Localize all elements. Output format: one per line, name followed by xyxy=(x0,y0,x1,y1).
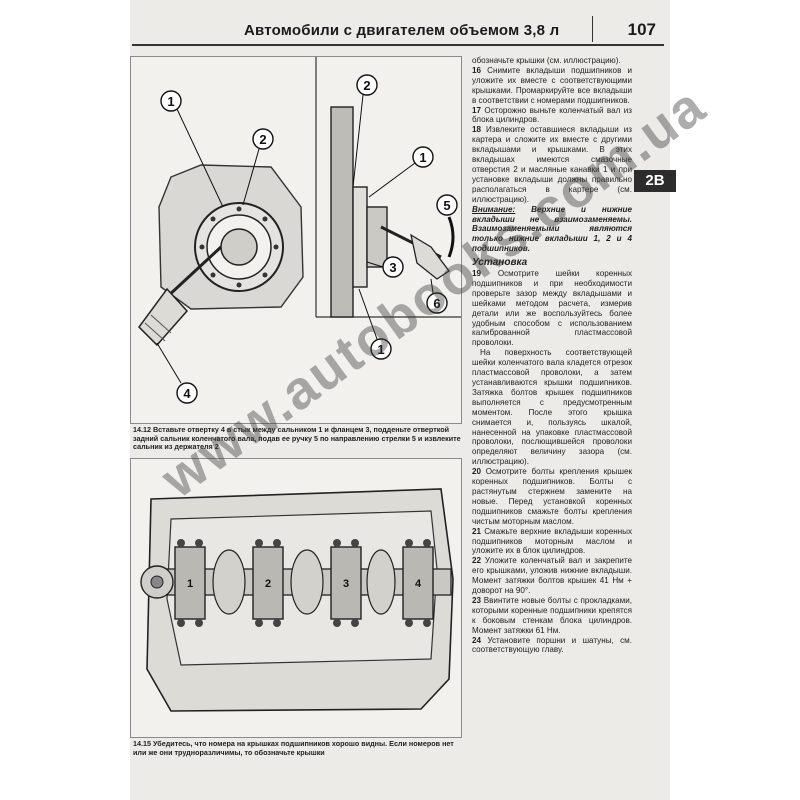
figure1-callout: 6 xyxy=(433,296,440,311)
figure1-callout: 2 xyxy=(259,132,266,147)
text-column: обозначьте крышки (см. иллюстрацию). 16 … xyxy=(472,56,632,655)
bearing-cap-number: 1 xyxy=(187,578,193,590)
page-number: 107 xyxy=(627,20,656,39)
bearing-cap-number: 3 xyxy=(343,578,349,590)
figure1-callout: 4 xyxy=(183,386,191,401)
bearing-cap-number: 2 xyxy=(265,578,271,590)
paragraph: обозначьте крышки (см. иллюстрацию). xyxy=(472,56,621,65)
figure-bearing-caps: 1 2 3 4 xyxy=(130,458,462,738)
figure1-callout: 5 xyxy=(443,198,450,213)
figure1-callout: 1 xyxy=(419,150,426,165)
header-title: Автомобили с двигателем объемом 3,8 л xyxy=(244,22,560,39)
figure1-caption: 14.12 Вставьте отвертку 4 в стык между с… xyxy=(133,425,461,452)
figure2-caption: 14.15 Убедитесь, что номера на крышках п… xyxy=(133,739,454,757)
page-header: Автомобили с двигателем объемом 3,8 л 10… xyxy=(132,10,664,46)
section-heading: Установка xyxy=(472,257,528,269)
figure-bearing-caps-drawing: 1 2 3 4 xyxy=(131,459,461,737)
figure1-callout: 1 xyxy=(167,94,174,109)
figure1-callout: 2 xyxy=(363,78,370,93)
chapter-tab: 2B xyxy=(634,170,676,192)
warning-note: Внимание: Верхние и нижние вкладыши не в… xyxy=(472,204,632,254)
step-20: 20 Осмотрите болты крепления крышек коре… xyxy=(472,467,633,526)
bearing-cap-number: 4 xyxy=(415,578,422,590)
paragraph: На поверхность соответствующей шейки кол… xyxy=(472,348,632,467)
figure-seal-removal: 1 2 4 2 1 5 3 6 1 xyxy=(130,56,462,424)
step-17: 17 Осторожно выньте коленчатый вал из бл… xyxy=(472,105,632,125)
step-23: 23 Ввинтите новые болты с прокладками, к… xyxy=(472,595,632,635)
step-22: 22 Уложите коленчатый вал и закрепите ег… xyxy=(472,556,632,596)
header-divider xyxy=(592,16,593,42)
step-21: 21 Смажьте верхние вкладыши коренных под… xyxy=(472,526,633,556)
step-18: 18 Извлеките оставшиеся вкладыши из карт… xyxy=(472,125,633,204)
step-19: 19 Осмотрите шейки коренных подшипников … xyxy=(472,269,632,348)
step-16: 16 Снимите вкладыши подшипников и уложит… xyxy=(472,65,632,105)
figure-seal-removal-drawing: 1 2 4 2 1 5 3 6 1 xyxy=(131,57,461,423)
figure1-callout: 3 xyxy=(389,260,396,275)
step-24: 24 Установите поршни и шатуны, см. соотв… xyxy=(472,635,632,655)
figure1-callout: 1 xyxy=(377,342,384,357)
